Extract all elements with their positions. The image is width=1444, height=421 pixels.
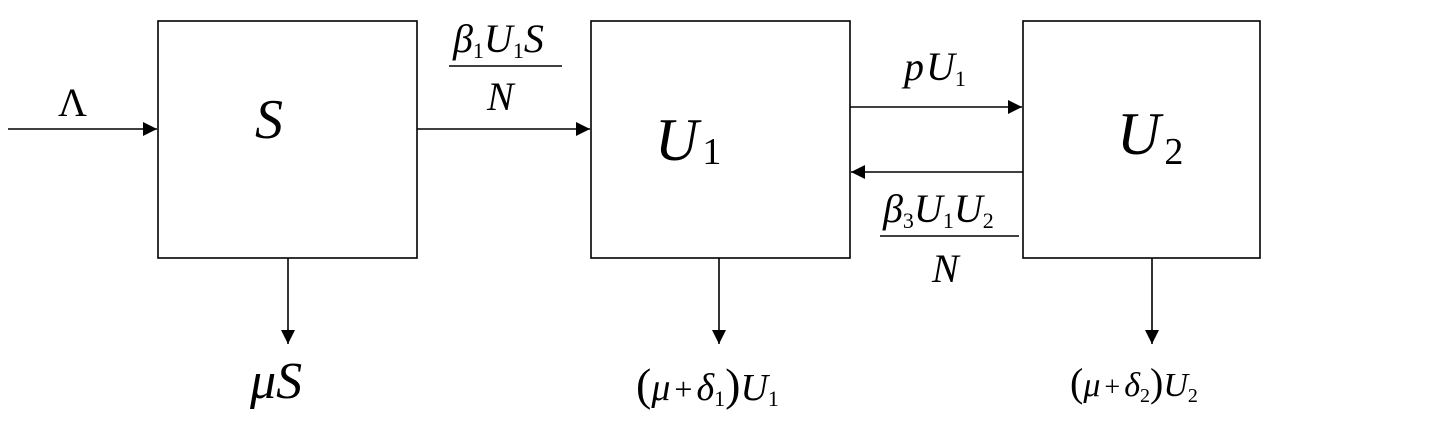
label-s: S bbox=[255, 89, 283, 151]
rate-u1-to-u2: pU1 bbox=[901, 44, 966, 91]
outflow-s: μS bbox=[249, 353, 302, 410]
rate-s-to-u1-numerator: β1U1S bbox=[452, 16, 544, 63]
outflow-u1: (μ+δ1)U1 bbox=[636, 359, 779, 411]
rate-u2-to-u1-numerator: β3U1U2 bbox=[882, 186, 994, 233]
rate-s-to-u1-denominator: N bbox=[486, 74, 516, 119]
box-u1 bbox=[590, 20, 851, 259]
outflow-u2: (μ+δ2)U2 bbox=[1070, 360, 1198, 407]
box-s bbox=[157, 20, 418, 259]
box-u2 bbox=[1022, 20, 1261, 259]
label-inflow: Λ bbox=[58, 80, 87, 125]
rate-u2-to-u1-denominator: N bbox=[931, 246, 961, 291]
